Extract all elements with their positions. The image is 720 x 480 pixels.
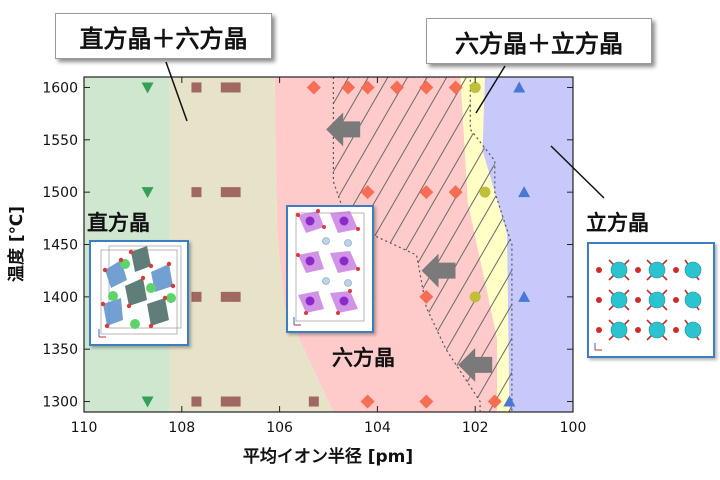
left-arrow-2 — [458, 347, 493, 382]
marker-diamond-6 — [360, 185, 375, 200]
marker-circle-1 — [479, 186, 491, 198]
marker-diamond-2 — [360, 80, 375, 95]
marker-square-3 — [191, 187, 202, 198]
marker-diamond-0 — [306, 80, 321, 95]
orthorhombic-structure-image — [89, 240, 189, 346]
marker-triangle-down-0 — [141, 82, 154, 94]
y-axis-label: 温度 [℃] — [6, 206, 27, 282]
marker-diamond-10 — [419, 289, 434, 304]
label-orthorhombic: 直方晶 — [87, 211, 150, 235]
marker-circle-2 — [469, 291, 481, 303]
marker-diamond-8 — [448, 185, 463, 200]
callout-ortho-hex: 直方晶＋六方晶 — [55, 13, 272, 59]
marker-triangle-up-3 — [503, 395, 516, 407]
y-tick-label-1600: 1600 — [42, 80, 78, 96]
marker-square-6 — [191, 291, 202, 302]
marker-square-10 — [220, 396, 231, 407]
marker-triangle-down-1 — [141, 187, 154, 199]
hatched-coexistence-region — [332, 77, 513, 412]
x-tick-label-102: 102 — [462, 420, 489, 436]
marker-square-7 — [220, 291, 231, 302]
y-tick-label-1300: 1300 — [42, 395, 78, 411]
y-tick-label-1350: 1350 — [42, 342, 78, 358]
marker-circle-0 — [469, 81, 481, 93]
marker-diamond-13 — [487, 394, 502, 409]
y-tick-label-1400: 1400 — [42, 290, 78, 306]
left-arrow-0 — [326, 112, 361, 147]
marker-square-12 — [308, 396, 319, 407]
marker-square-5 — [230, 187, 241, 198]
axes: 110 108 106 104 102 100 1300 1350 1400 1450 1500 15… — [42, 77, 586, 436]
marker-square-8 — [230, 291, 241, 302]
marker-square-2 — [230, 82, 241, 93]
marker-triangle-up-2 — [518, 290, 531, 302]
label-cubic: 立方晶 — [586, 211, 649, 235]
y-tick-label-1450: 1450 — [42, 238, 78, 254]
x-axis-label: 平均イオン半径 [pm] — [243, 446, 413, 467]
x-tick-label-100: 100 — [560, 420, 587, 436]
callout-left-leader — [165, 61, 188, 122]
marker-square-11 — [230, 396, 241, 407]
marker-triangle-up-1 — [518, 186, 531, 198]
marker-diamond-7 — [419, 185, 434, 200]
marker-diamond-12 — [419, 394, 434, 409]
x-tick-label-104: 104 — [364, 420, 391, 436]
marker-triangle-up-0 — [513, 81, 526, 93]
y-tick-label-1550: 1550 — [42, 133, 78, 149]
y-tick-label-1500: 1500 — [42, 185, 78, 201]
hatched-area — [332, 77, 513, 412]
left-arrow-1 — [421, 253, 456, 288]
label-hexagonal: 六方晶 — [332, 346, 395, 370]
marker-diamond-11 — [360, 394, 375, 409]
marker-triangle-down-3 — [141, 396, 154, 408]
marker-square-4 — [220, 187, 231, 198]
x-tick-label-108: 108 — [168, 420, 195, 436]
region-cubic — [482, 77, 573, 412]
callout-hex-cubic: 六方晶＋立方晶 — [426, 18, 652, 64]
cubic-label-leader — [550, 145, 605, 199]
marker-diamond-3 — [389, 80, 404, 95]
shift-arrows — [326, 112, 493, 382]
x-tick-label-106: 106 — [266, 420, 293, 436]
cubic-structure-image — [587, 242, 715, 358]
callout-right-leader — [475, 65, 506, 114]
marker-diamond-1 — [341, 80, 356, 95]
marker-square-1 — [220, 82, 231, 93]
marker-diamond-5 — [448, 80, 463, 95]
x-tick-label-110: 110 — [71, 420, 98, 436]
marker-square-9 — [191, 396, 202, 407]
marker-square-0 — [191, 82, 202, 93]
marker-diamond-4 — [419, 80, 434, 95]
hexagonal-structure-image — [286, 205, 374, 333]
